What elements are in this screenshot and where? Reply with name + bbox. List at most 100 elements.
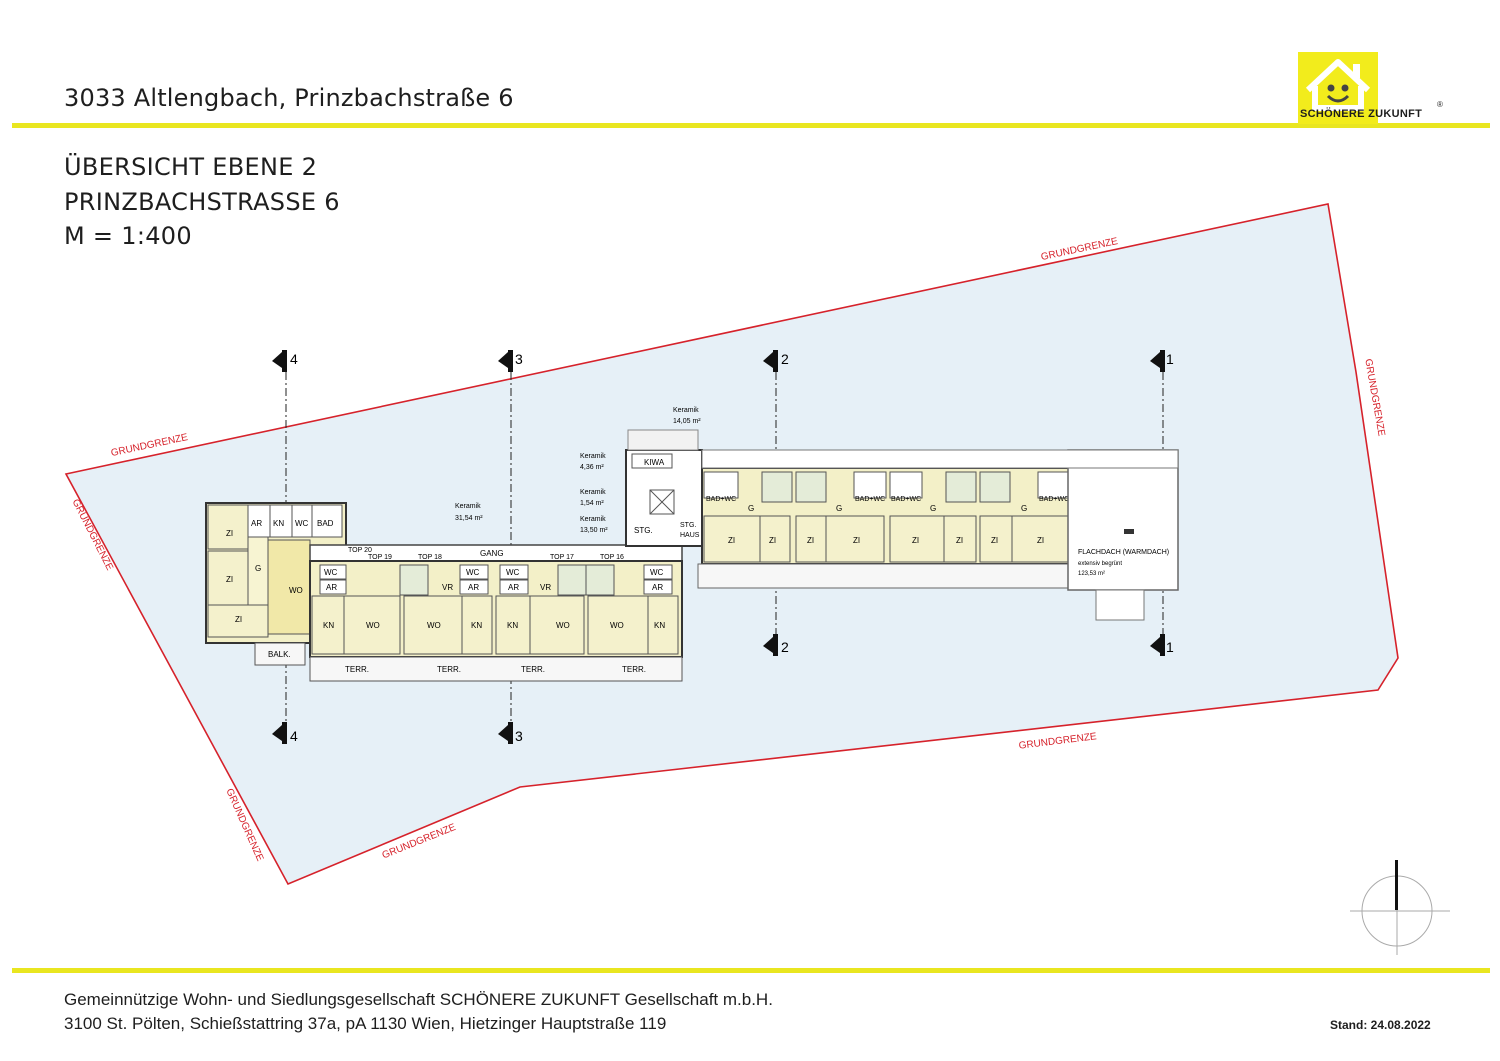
room-kn-1: KN bbox=[323, 621, 334, 630]
room-g-east-1: G bbox=[748, 504, 754, 513]
project-address: 3033 Altlengbach, Prinzbachstraße 6 bbox=[64, 84, 514, 112]
room-zi-east-4: ZI bbox=[853, 536, 860, 545]
central-block bbox=[309, 560, 683, 682]
room-wo-west: WO bbox=[289, 586, 303, 595]
registered-mark: ® bbox=[1437, 100, 1443, 109]
room-wo-3: WO bbox=[556, 621, 570, 630]
room-ar-2: AR bbox=[468, 583, 479, 592]
top-20-label: TOP 20 bbox=[348, 547, 372, 554]
room-g-west: G bbox=[255, 564, 261, 573]
brand-name: SCHÖNERE ZUKUNFT bbox=[1300, 108, 1423, 120]
room-ar-3: AR bbox=[508, 583, 519, 592]
section-marker-4-top: 4 bbox=[290, 351, 298, 367]
room-kn-4: KN bbox=[654, 621, 665, 630]
room-ar-1: AR bbox=[326, 583, 337, 592]
terrace-3: TERR. bbox=[521, 665, 545, 674]
keramik-label-1: Keramik bbox=[673, 407, 699, 414]
plan-scale: M = 1:400 bbox=[64, 222, 192, 250]
section-marker-2-top: 2 bbox=[781, 351, 789, 367]
footer-company: Gemeinnützige Wohn- und Siedlungsgesells… bbox=[64, 990, 773, 1009]
room-bad-wc-2: BAD+WC bbox=[855, 496, 885, 503]
room-bad-wc-4: BAD+WC bbox=[1039, 496, 1069, 503]
room-kn-3: KN bbox=[507, 621, 518, 630]
header-divider bbox=[12, 123, 1490, 128]
room-zi-east-3: ZI bbox=[807, 536, 814, 545]
room-zi-west-3: ZI bbox=[235, 615, 242, 624]
room-kn-2: KN bbox=[471, 621, 482, 630]
room-bad-west: BAD bbox=[317, 519, 334, 528]
top-19-label: TOP 19 bbox=[368, 554, 392, 561]
footer-date: Stand: 24.08.2022 bbox=[1330, 1018, 1431, 1032]
boundary-label-south: GRUNDGRENZE bbox=[1018, 731, 1097, 752]
room-vr-2: VR bbox=[540, 583, 551, 592]
room-zi-east-1: ZI bbox=[728, 536, 735, 545]
room-zi-east-2: ZI bbox=[769, 536, 776, 545]
stair-core bbox=[625, 429, 703, 547]
keramik-area-1: 14,05 m² bbox=[673, 418, 701, 425]
top-18-label: TOP 18 bbox=[418, 554, 442, 561]
north-arrow-icon bbox=[1350, 860, 1450, 955]
keramik-label-5: Keramik bbox=[455, 503, 481, 510]
footer-address: 3100 St. Pölten, Schießstattring 37a, pA… bbox=[64, 1014, 667, 1033]
room-bad-wc-1: BAD+WC bbox=[706, 496, 736, 503]
keramik-area-3: 1,54 m² bbox=[580, 500, 604, 507]
room-kn-west: KN bbox=[273, 519, 284, 528]
flachdach-note: extensiv begrünt bbox=[1078, 561, 1122, 567]
plan-subtitle: PRINZBACHSTRASSE 6 bbox=[64, 188, 340, 216]
room-wc-4: WC bbox=[650, 568, 664, 577]
section-marker-1-top: 1 bbox=[1166, 351, 1174, 367]
terrace-1: TERR. bbox=[345, 665, 369, 674]
section-marker-2-bottom: 2 bbox=[781, 639, 789, 655]
keramik-label-3: Keramik bbox=[580, 489, 606, 496]
house-smiley-icon bbox=[1305, 59, 1371, 111]
room-vr-1: VR bbox=[442, 583, 453, 592]
section-marker-4-bottom: 4 bbox=[290, 728, 298, 744]
flachdach-area: 123,53 m² bbox=[1078, 571, 1105, 577]
room-zi-east-7: ZI bbox=[991, 536, 998, 545]
top-16-label: TOP 16 bbox=[600, 554, 624, 561]
room-bad-wc-3: BAD+WC bbox=[891, 496, 921, 503]
room-wc-west: WC bbox=[295, 519, 309, 528]
plan-title: ÜBERSICHT EBENE 2 bbox=[64, 153, 318, 181]
room-zi-east-6: ZI bbox=[956, 536, 963, 545]
room-ar-4: AR bbox=[652, 583, 663, 592]
room-stg-haus: STG. bbox=[680, 522, 696, 529]
room-wc-3: WC bbox=[506, 568, 520, 577]
room-wc-1: WC bbox=[324, 568, 338, 577]
flachdach-title: FLACHDACH (WARMDACH) bbox=[1078, 549, 1169, 556]
flat-roof bbox=[701, 449, 1179, 621]
room-g-east-3: G bbox=[930, 504, 936, 513]
room-wc-2: WC bbox=[466, 568, 480, 577]
room-wo-4: WO bbox=[610, 621, 624, 630]
section-marker-3-top: 3 bbox=[515, 351, 523, 367]
room-g-east-2: G bbox=[836, 504, 842, 513]
keramik-label-2: Keramik bbox=[580, 453, 606, 460]
room-zi-east-8: ZI bbox=[1037, 536, 1044, 545]
corridor-label: GANG bbox=[480, 549, 504, 558]
room-wo-2: WO bbox=[427, 621, 441, 630]
room-zi-west-2: ZI bbox=[226, 575, 233, 584]
room-ar-west: AR bbox=[251, 519, 262, 528]
terrace-4: TERR. bbox=[622, 665, 646, 674]
keramik-label-4: Keramik bbox=[580, 516, 606, 523]
room-zi-east-5: ZI bbox=[912, 536, 919, 545]
east-wing bbox=[697, 467, 1081, 589]
footer-divider bbox=[12, 968, 1490, 973]
room-stg-haus-2: HAUS bbox=[680, 532, 700, 539]
room-stg: STG. bbox=[634, 526, 653, 535]
keramik-area-2: 4,36 m² bbox=[580, 464, 604, 471]
room-zi-west-1: ZI bbox=[226, 529, 233, 538]
boundary-label-east: GRUNDGRENZE bbox=[1362, 358, 1386, 437]
top-17-label: TOP 17 bbox=[550, 554, 574, 561]
keramik-area-5: 31,54 m² bbox=[455, 515, 483, 522]
room-kiwa: KIWA bbox=[644, 458, 665, 467]
company-logo bbox=[1298, 52, 1378, 124]
terrace-2: TERR. bbox=[437, 665, 461, 674]
section-marker-3-bottom: 3 bbox=[515, 728, 523, 744]
room-g-east-4: G bbox=[1021, 504, 1027, 513]
section-marker-1-bottom: 1 bbox=[1166, 639, 1174, 655]
keramik-area-4: 13,50 m² bbox=[580, 527, 608, 534]
balcony-label: BALK. bbox=[268, 650, 291, 659]
room-wo-1: WO bbox=[366, 621, 380, 630]
